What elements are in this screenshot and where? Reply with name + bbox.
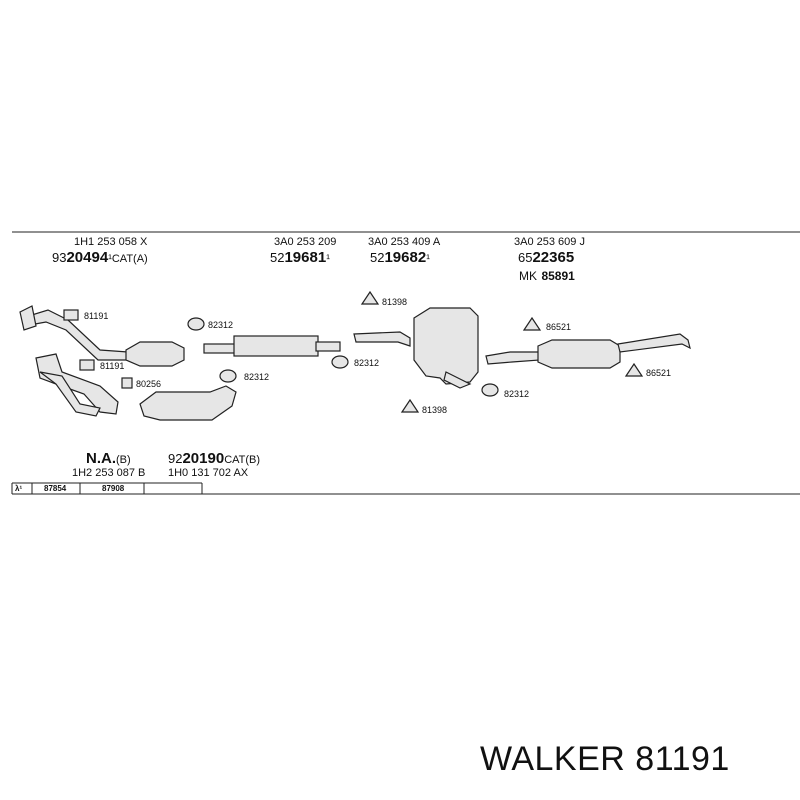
rubber-mount-icon [360, 290, 380, 305]
part-suffix: ¹ [426, 253, 430, 265]
callout-label: 81398 [422, 405, 448, 415]
oe-number: 3A0 253 209 [274, 236, 337, 248]
part-main: 20190 [182, 450, 225, 467]
lambda-table-grid [11, 482, 203, 495]
part-prefix: 52 [270, 250, 285, 265]
lambda-cell: 87854 [44, 484, 67, 493]
rear-pipe [485, 351, 541, 365]
na-label: N.A. [86, 450, 116, 467]
seal-ring-icon [121, 377, 133, 389]
na-suffix: (B) [116, 454, 131, 466]
mk-number-group: MK 85891 [519, 267, 575, 285]
middle-silencer [413, 307, 479, 385]
front-pipe-flange [19, 305, 37, 331]
part-main: 19682 [384, 249, 427, 266]
part-suffix: ¹ [326, 253, 330, 265]
oe-number: 1H2 253 087 B [72, 467, 146, 479]
center-silencer [233, 335, 319, 357]
front-pipe-lower-branch [39, 371, 101, 417]
gasket-icons [187, 317, 499, 397]
oe-number: 3A0 253 409 A [368, 236, 441, 248]
callout-label: 86521 [546, 322, 572, 332]
part-number-group: 9320494¹CAT(A) [52, 249, 148, 267]
callout-label: 82312 [504, 389, 530, 399]
rubber-mount-icon [522, 316, 542, 331]
oe-number: 1H0 131 702 AX [168, 467, 249, 479]
cat-part-group: 9220190CAT(B) [168, 450, 260, 468]
callout-label: 80256 [136, 379, 162, 389]
mk-number: 85891 [541, 269, 575, 283]
catalytic-converter-b [139, 385, 237, 421]
middle-pipe [353, 331, 411, 347]
part-main: 19681 [284, 249, 327, 266]
brand-name: WALKER [480, 740, 626, 778]
callout-label: 81191 [100, 361, 125, 371]
part-prefix: 92 [168, 451, 183, 466]
lambda-cell: 87908 [102, 484, 125, 493]
callout-label: 86521 [646, 368, 672, 378]
part-number-group: 5219681¹ [270, 249, 330, 267]
oe-number: 1H1 253 058 X [74, 236, 148, 248]
callout-label: 82312 [354, 358, 380, 368]
part-main: 20494 [66, 249, 109, 266]
brand-caption: WALKER 81191 [480, 740, 730, 779]
part-number-group: 5219682¹ [370, 249, 430, 267]
flange-gasket-icon [79, 359, 95, 371]
gasket-icon [331, 355, 349, 369]
callout-label: 82312 [244, 372, 270, 382]
center-pipe-front [203, 343, 237, 354]
oe-number: 3A0 253 609 J [514, 236, 585, 248]
rubber-mount-icons [360, 290, 644, 413]
brand-part-number: 81191 [635, 740, 730, 778]
part-number-group: 6522365 [518, 249, 574, 267]
part-prefix: 52 [370, 250, 385, 265]
center-pipe-rear [315, 341, 341, 352]
callout-label: 81191 [84, 311, 109, 321]
part-prefix: 93 [52, 250, 67, 265]
middle-silencer-outlet [443, 371, 472, 389]
mk-prefix: MK [519, 269, 537, 283]
part-suffix: CAT(B) [224, 454, 261, 466]
callout-label: 81398 [382, 297, 408, 307]
rear-silencer [537, 339, 621, 369]
front-pipe-lower [35, 353, 119, 415]
part-prefix: 65 [518, 250, 533, 265]
lambda-symbol: λ¹ [15, 484, 23, 493]
gasket-icon [481, 383, 499, 397]
flange-gasket-icon [63, 309, 79, 321]
catalytic-converter-a [125, 341, 185, 367]
callout-label: 82312 [208, 320, 234, 330]
tailpipe [617, 333, 691, 353]
gasket-icon [219, 369, 237, 383]
part-suffix: ¹CAT(A) [108, 253, 148, 265]
part-main: 22365 [532, 249, 575, 266]
na-part-group: N.A.(B) [86, 450, 131, 468]
rubber-mount-icon [400, 398, 420, 413]
rubber-mount-icon [624, 362, 644, 377]
gasket-icon [187, 317, 205, 331]
